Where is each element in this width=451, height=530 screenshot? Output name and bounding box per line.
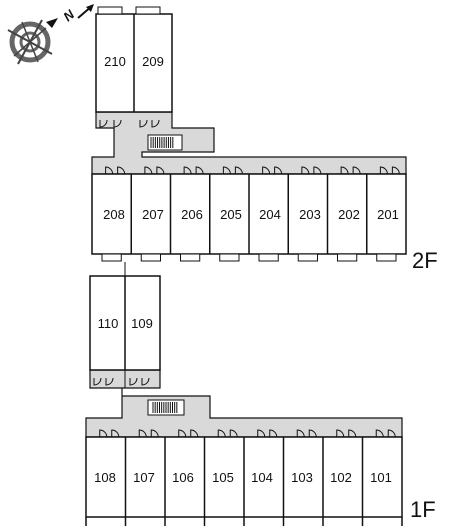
door-icon xyxy=(156,166,165,175)
door-icon xyxy=(301,166,310,175)
unit-label: 204 xyxy=(259,207,281,222)
compass-north-letter: N xyxy=(60,6,77,24)
door-icon xyxy=(93,377,102,386)
balcony xyxy=(219,253,240,262)
door-icon xyxy=(99,429,108,438)
unit-label: 103 xyxy=(291,470,313,485)
unit-label: 201 xyxy=(377,207,399,222)
door-icon xyxy=(269,429,278,438)
door-icon xyxy=(105,166,114,175)
door-icon xyxy=(105,377,114,386)
balcony xyxy=(180,253,201,262)
door-icon xyxy=(141,377,150,386)
door-icon xyxy=(99,119,108,128)
door-icon xyxy=(222,166,231,175)
door-icon xyxy=(129,377,138,386)
unit-label: 102 xyxy=(330,470,352,485)
door-icon xyxy=(348,429,357,438)
door-icon xyxy=(387,429,396,438)
balcony xyxy=(101,253,122,262)
door-icon xyxy=(117,166,126,175)
door-icon xyxy=(336,429,345,438)
unit-label: 106 xyxy=(172,470,194,485)
unit-label: 202 xyxy=(338,207,360,222)
door-icon xyxy=(144,166,153,175)
door-icon xyxy=(183,166,192,175)
unit-label: 210 xyxy=(104,54,126,69)
balcony xyxy=(297,253,318,262)
unit-label: 108 xyxy=(94,470,116,485)
unit-label: 105 xyxy=(212,470,234,485)
door-icon xyxy=(313,166,322,175)
door-icon xyxy=(195,166,204,175)
door-icon xyxy=(308,429,317,438)
door-icon xyxy=(139,119,148,128)
door-icon xyxy=(379,166,388,175)
unit-label: 104 xyxy=(251,470,273,485)
unit-label: 203 xyxy=(299,207,321,222)
unit-label: 101 xyxy=(370,470,392,485)
unit-label: 107 xyxy=(133,470,155,485)
door-icon xyxy=(178,429,187,438)
unit-label: 205 xyxy=(220,207,242,222)
unit-label: 207 xyxy=(142,207,164,222)
floor-label-1f: 1F xyxy=(410,497,436,522)
corridor-1f xyxy=(85,369,403,438)
stairs-1f xyxy=(147,399,185,416)
door-icon xyxy=(217,429,226,438)
balcony xyxy=(140,253,161,262)
floor-2f: 210 209 208 207 206 205 204 203 202 201 … xyxy=(91,6,438,273)
unit-label: 208 xyxy=(103,207,125,222)
door-icon xyxy=(257,429,266,438)
balcony xyxy=(258,253,279,262)
door-icon xyxy=(234,166,243,175)
door-icon xyxy=(190,429,199,438)
corridor-2f xyxy=(91,111,407,175)
door-icon xyxy=(274,166,283,175)
balcony xyxy=(337,253,358,262)
door-icon xyxy=(151,119,160,128)
floor-label-2f: 2F xyxy=(412,248,438,273)
door-icon xyxy=(111,429,120,438)
compass-rose-icon xyxy=(7,18,58,65)
unit-label: 109 xyxy=(131,316,153,331)
door-icon xyxy=(296,429,305,438)
door-icon xyxy=(138,429,147,438)
unit-label: 110 xyxy=(98,316,119,331)
unit-label: 206 xyxy=(181,207,203,222)
floor-1f: 110 109 108 107 106 105 104 103 102 101 … xyxy=(85,262,436,526)
door-icon xyxy=(375,429,384,438)
stairs-2f xyxy=(147,134,183,151)
door-icon xyxy=(340,166,349,175)
balcony xyxy=(376,253,397,262)
unit-label: 209 xyxy=(142,54,164,69)
door-icon xyxy=(391,166,400,175)
door-icon xyxy=(150,429,159,438)
door-icon xyxy=(262,166,271,175)
door-icon xyxy=(229,429,238,438)
door-icon xyxy=(113,119,122,128)
door-icon xyxy=(352,166,361,175)
